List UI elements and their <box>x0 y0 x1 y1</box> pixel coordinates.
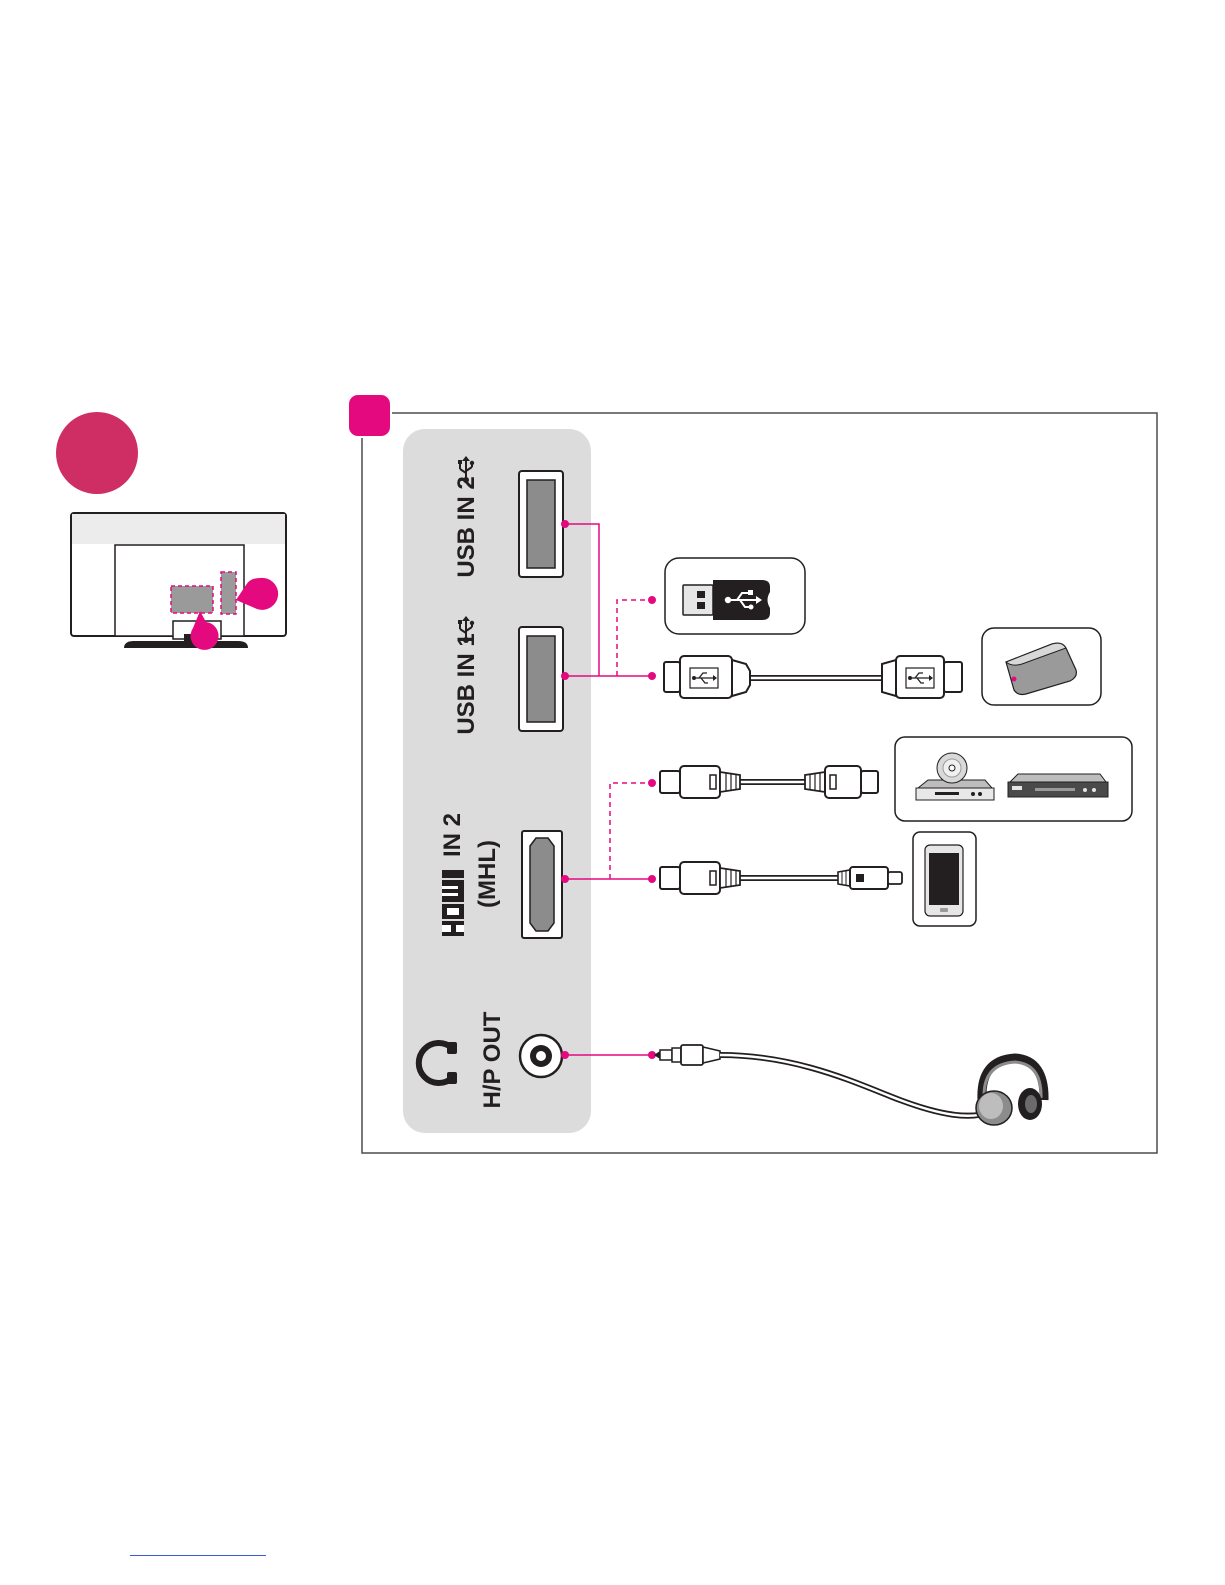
set-top-box-icon <box>1008 774 1108 797</box>
hdmi-cable <box>660 766 878 798</box>
hp-out-label: H/P OUT <box>479 1011 506 1108</box>
hdmi-mhl-label: (MHL) <box>474 840 501 908</box>
footer-link-underline[interactable] <box>130 1555 266 1556</box>
headphones-icon <box>976 1058 1044 1125</box>
usb-in-2-port[interactable] <box>519 471 563 577</box>
usb-cable <box>664 656 962 698</box>
usb-in-1-label: USB IN 1 <box>453 633 480 734</box>
detail-badge <box>349 395 390 436</box>
bottom-panel-highlight <box>171 586 213 613</box>
hdmi-in-2-label: IN 2 <box>439 813 466 857</box>
mhl-cable <box>660 862 902 894</box>
headphone-cable <box>654 1045 990 1116</box>
hdmi-in-2-port[interactable] <box>522 831 562 938</box>
usb-flash-drive-icon <box>683 580 770 620</box>
smartphone-icon <box>925 845 963 916</box>
hp-out-port[interactable] <box>520 1035 562 1077</box>
side-panel-highlight <box>221 572 236 614</box>
usb-in-1-port[interactable] <box>519 627 563 731</box>
usb-in-2-label: USB IN 2 <box>453 476 480 577</box>
section-badge <box>56 412 138 494</box>
